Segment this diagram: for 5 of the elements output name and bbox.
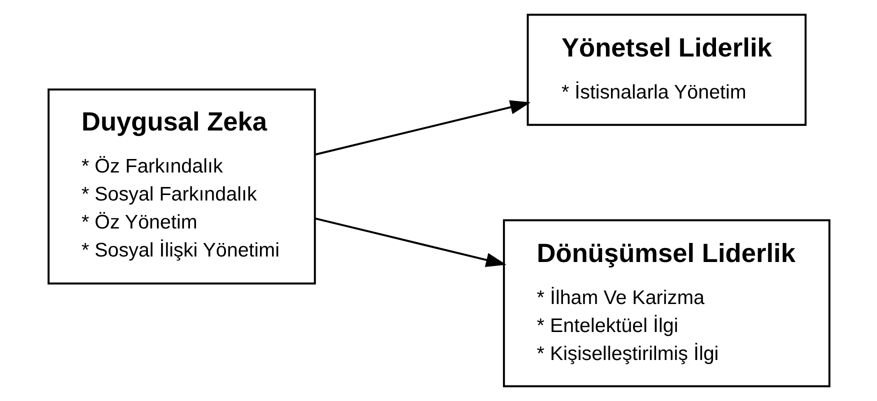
node-box: Duygusal Zeka * Öz Farkındalık * Sosyal Farkındalık * Öz Yönetim * Sosyal İlişki Yönetimi [47, 88, 316, 284]
arrow [314, 217, 506, 267]
node-box: Yönetsel Liderlik * İstisnalarla Yönetim [526, 14, 806, 126]
node-box: Dönüşümsel Liderlik * İlham Ve Karizma * Entelektüel İlgi * Kişiselleştirilmiş İlgi [502, 219, 830, 388]
arrow [314, 100, 530, 156]
